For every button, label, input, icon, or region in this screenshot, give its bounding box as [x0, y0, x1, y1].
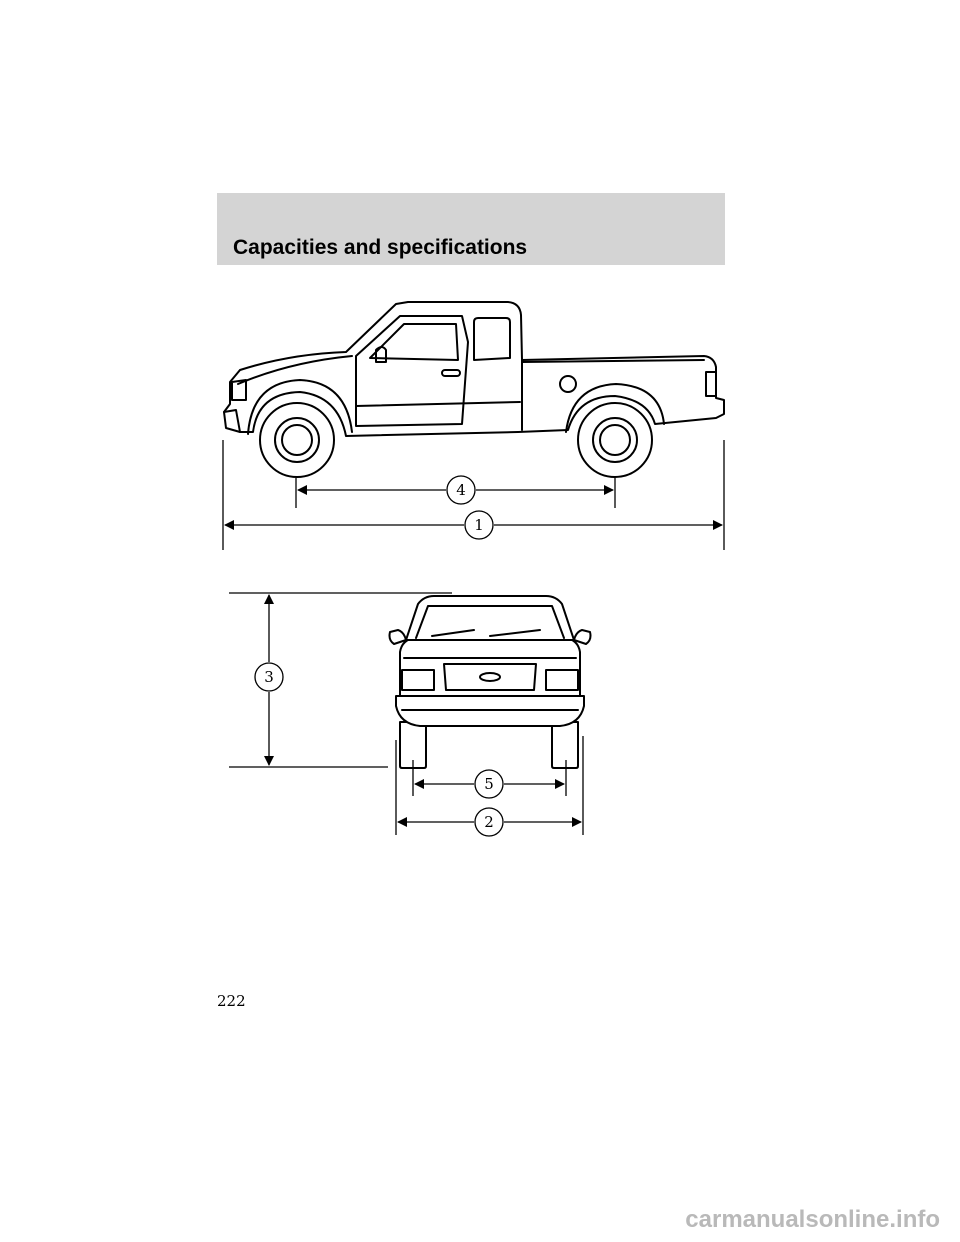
watermark: carmanualsonline.info [685, 1206, 940, 1233]
callout-label-3: 3 [264, 668, 274, 686]
callout-5: 5 [474, 769, 504, 799]
callout-label-2: 2 [484, 813, 494, 831]
page-number: 222 [217, 992, 246, 1010]
side-dimension-lines [222, 440, 725, 550]
callout-4: 4 [446, 475, 476, 505]
truck-side-view [223, 301, 725, 478]
section-header: Capacities and specifications [217, 193, 725, 265]
callout-1: 1 [464, 510, 494, 540]
callout-label-4: 4 [456, 481, 466, 499]
callout-2: 2 [474, 807, 504, 837]
callout-label-5: 5 [484, 775, 494, 793]
section-title: Capacities and specifications [233, 236, 528, 259]
callout-3: 3 [254, 662, 284, 692]
callout-label-1: 1 [474, 516, 484, 534]
truck-rear-view [388, 595, 592, 769]
rear-dimension-lines [229, 592, 584, 835]
